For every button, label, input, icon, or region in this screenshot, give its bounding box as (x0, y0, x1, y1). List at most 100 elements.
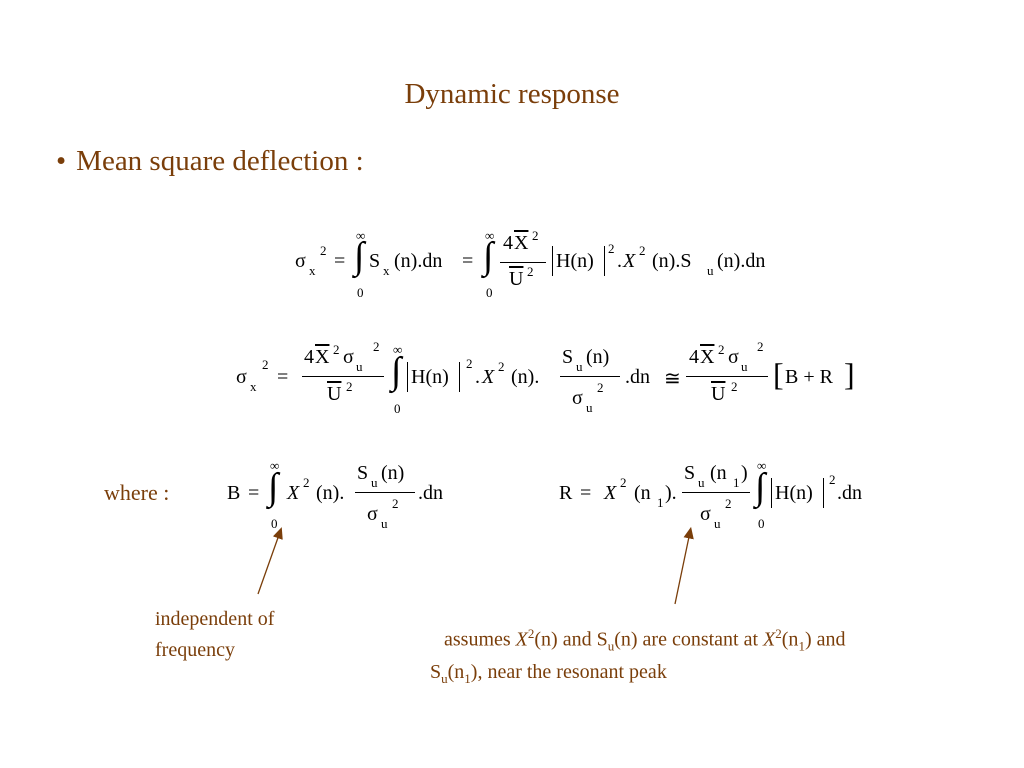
subscript: u (714, 516, 721, 531)
bracket-content: B + R (785, 366, 833, 388)
arrow-to-r (674, 526, 694, 605)
bullet-text: Mean square deflection : (76, 145, 364, 177)
numerator-coefficient: 4 (304, 346, 314, 368)
integral-symbol: ∫ (354, 235, 365, 277)
expression-text: (n).dn (394, 250, 443, 272)
equals-sign: = (248, 482, 260, 504)
superscript: 2 (757, 339, 764, 354)
sigma: σ (343, 346, 354, 368)
approx-sign: ≅ (664, 368, 681, 390)
integral-symbol: ∫ (391, 350, 402, 392)
aero-admittance: X (482, 366, 495, 388)
denominator-u: U (509, 268, 524, 290)
subscript: u (741, 359, 748, 374)
superscript: 2 (498, 359, 505, 374)
superscript: 2 (532, 228, 539, 243)
superscript: 2 (608, 241, 615, 256)
spectrum-symbol: S (357, 462, 369, 484)
expression-text: (n) (586, 346, 610, 368)
superscript: 2 (466, 356, 473, 371)
integral-lower-limit: 0 (486, 285, 493, 300)
numerator-coefficient: 4 (689, 346, 699, 368)
integral-lower-limit: 0 (394, 401, 401, 416)
bullet-marker: • (56, 145, 67, 177)
superscript: 2 (731, 379, 738, 394)
subscript: 1 (733, 475, 740, 490)
sigma: σ (572, 387, 583, 409)
numerator-coefficient: 4 (503, 232, 513, 254)
integral-upper-limit: ∞ (393, 342, 403, 357)
sigma: σ (236, 366, 247, 388)
note-independent: independent of frequency (155, 604, 274, 666)
subscript: x (250, 379, 257, 394)
denominator-u: U (711, 383, 726, 405)
expression-text: ) (741, 462, 748, 484)
expression-text: ). (665, 482, 677, 504)
expression-text: (n (634, 482, 651, 504)
subscript: 1 (657, 495, 664, 510)
resonant-term: R (559, 482, 573, 504)
superscript: 2 (262, 357, 269, 372)
expression-text: .dn (418, 482, 443, 504)
integral-symbol: ∫ (483, 235, 494, 277)
integral-lower-limit: 0 (271, 516, 278, 531)
superscript: 2 (620, 475, 627, 490)
integral-upper-limit: ∞ (757, 458, 767, 473)
note-line: independent of (155, 608, 275, 630)
subscript: u (586, 400, 593, 415)
spectrum-symbol: S (562, 346, 574, 368)
expression-text: (n).S (652, 250, 692, 272)
note-line: Su(n1), near the resonant peak (430, 660, 667, 686)
dot: . (475, 366, 480, 388)
integral-upper-limit: ∞ (485, 228, 495, 243)
aero-admittance: X (287, 482, 300, 504)
left-bracket: [ (773, 356, 784, 392)
superscript: 2 (373, 339, 380, 354)
integral-symbol: ∫ (755, 466, 766, 508)
equals-sign: = (277, 366, 289, 388)
subscript: x (309, 263, 316, 278)
subscript: u (356, 359, 363, 374)
arrow-to-b (257, 527, 283, 595)
right-bracket: ] (844, 356, 855, 392)
transfer-function: H(n) (556, 250, 594, 272)
superscript: 2 (320, 243, 327, 258)
transfer-function: H(n) (775, 482, 813, 504)
sigma: σ (700, 503, 711, 525)
note-line: assumes X2(n) and Su(n) are constant at … (444, 626, 846, 654)
superscript: 2 (639, 243, 646, 258)
aero-admittance: X (604, 482, 617, 504)
superscript: 2 (829, 472, 836, 487)
aero-admittance: X (623, 250, 636, 272)
superscript: 2 (718, 342, 725, 357)
spectrum-symbol: S (684, 462, 696, 484)
integral-upper-limit: ∞ (356, 228, 366, 243)
sigma: σ (295, 250, 306, 272)
slide-title: Dynamic response (404, 78, 620, 110)
expression-text: (n (710, 462, 727, 484)
sigma: σ (367, 503, 378, 525)
superscript: 2 (392, 496, 399, 511)
superscript: 2 (303, 475, 310, 490)
dot: . (617, 250, 622, 272)
superscript: 2 (527, 264, 534, 279)
numerator-x: X (514, 232, 529, 254)
superscript: 2 (725, 496, 732, 511)
transfer-function: H(n) (411, 366, 449, 388)
where-label: where : (104, 480, 170, 505)
superscript: 2 (597, 380, 604, 395)
subscript: u (698, 475, 705, 490)
expression-text: (n). (316, 482, 345, 504)
spectrum-symbol: S (369, 250, 381, 272)
superscript: 2 (333, 342, 340, 357)
expression-text: (n).dn (717, 250, 766, 272)
superscript: 2 (346, 379, 353, 394)
equals-sign: = (580, 482, 592, 504)
expression-text: .dn (837, 482, 862, 504)
subscript: u (707, 263, 714, 278)
equals-sign: = (334, 250, 346, 272)
